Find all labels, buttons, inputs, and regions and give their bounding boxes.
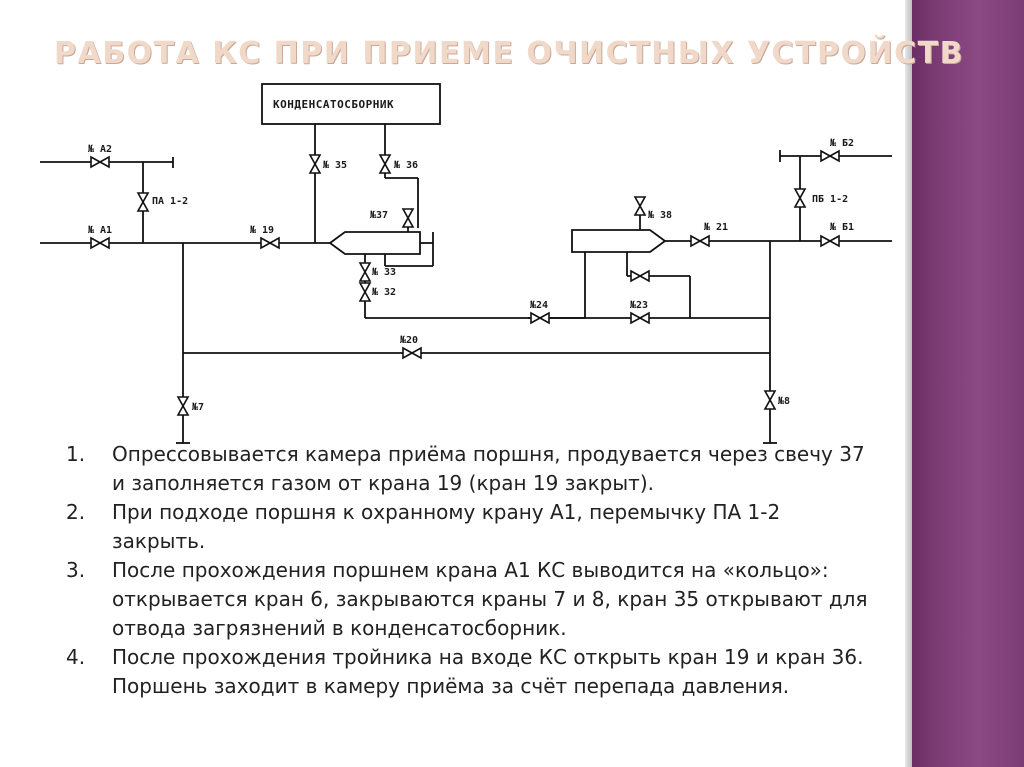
label-8: №8 — [778, 396, 790, 407]
label-20: №20 — [400, 335, 418, 346]
collector-label: КОНДЕНСАТОСБОРНИК — [273, 98, 394, 111]
valve-a2 — [90, 156, 110, 168]
valve-8 — [764, 390, 776, 410]
label-33: № 33 — [372, 267, 396, 278]
valve-23 — [630, 312, 650, 324]
sidebar-edge — [905, 0, 912, 767]
condensate-collector-box — [261, 83, 441, 125]
valve-35 — [309, 154, 321, 174]
valve-37 — [402, 208, 414, 228]
valve-a1 — [90, 237, 110, 249]
label-32: № 32 — [372, 287, 396, 298]
step-number: 2. — [66, 500, 86, 524]
valve-33 — [359, 262, 371, 282]
valve-pa12 — [137, 192, 149, 212]
label-23: №23 — [630, 300, 648, 311]
label-a2: № А2 — [88, 144, 112, 155]
slide-title: РАБОТА КС ПРИ ПРИЕМЕ ОЧИСТНЫХ УСТРОЙСТВ — [54, 36, 964, 71]
label-36: № 36 — [394, 160, 418, 171]
label-pb12: ПБ 1-2 — [812, 194, 848, 205]
label-38: № 38 — [648, 210, 672, 221]
step-number: 1. — [66, 442, 86, 466]
valve-b1 — [820, 235, 840, 247]
valve-21 — [690, 235, 710, 247]
valve-23b — [630, 270, 650, 282]
label-24: №24 — [530, 300, 548, 311]
step-text: Опрессовывается камера приёма поршня, пр… — [112, 442, 865, 495]
label-7: №7 — [192, 402, 204, 413]
step-item: 3. После прохождения поршнем крана А1 КС … — [66, 556, 876, 643]
valve-19 — [260, 237, 280, 249]
step-number: 4. — [66, 645, 86, 669]
pipeline-diagram: КОНДЕНСАТОСБОРНИК № А2 ПА 1-2 № А1 № 19 … — [40, 83, 892, 444]
label-b1: № Б1 — [830, 222, 854, 233]
label-35: № 35 — [323, 160, 347, 171]
step-text: При подходе поршня к охранному крану А1,… — [112, 500, 781, 553]
valve-38 — [634, 196, 646, 216]
valve-20 — [402, 347, 422, 359]
step-item: 4. После прохождения тройника на входе КС… — [66, 643, 876, 701]
step-item: 1. Опрессовывается камера приёма поршня, … — [66, 440, 876, 498]
step-text: После прохождения тройника на входе КС о… — [112, 645, 864, 698]
steps-list: 1. Опрессовывается камера приёма поршня, … — [66, 440, 876, 701]
valve-24 — [530, 312, 550, 324]
decorative-sidebar — [912, 0, 1024, 767]
step-text: После прохождения поршнем крана А1 КС вы… — [112, 558, 868, 640]
label-21: № 21 — [704, 222, 728, 233]
valve-7 — [177, 396, 189, 416]
step-item: 2. При подходе поршня к охранному крану А… — [66, 498, 876, 556]
label-b2: № Б2 — [830, 138, 854, 149]
label-19: № 19 — [250, 225, 274, 236]
label-37: №37 — [370, 210, 388, 221]
step-number: 3. — [66, 558, 86, 582]
label-pa12: ПА 1-2 — [152, 196, 188, 207]
valve-32 — [359, 282, 371, 302]
valve-pb12 — [794, 188, 806, 208]
valve-36 — [379, 154, 391, 174]
valve-b2 — [820, 150, 840, 162]
label-a1: № А1 — [88, 225, 112, 236]
